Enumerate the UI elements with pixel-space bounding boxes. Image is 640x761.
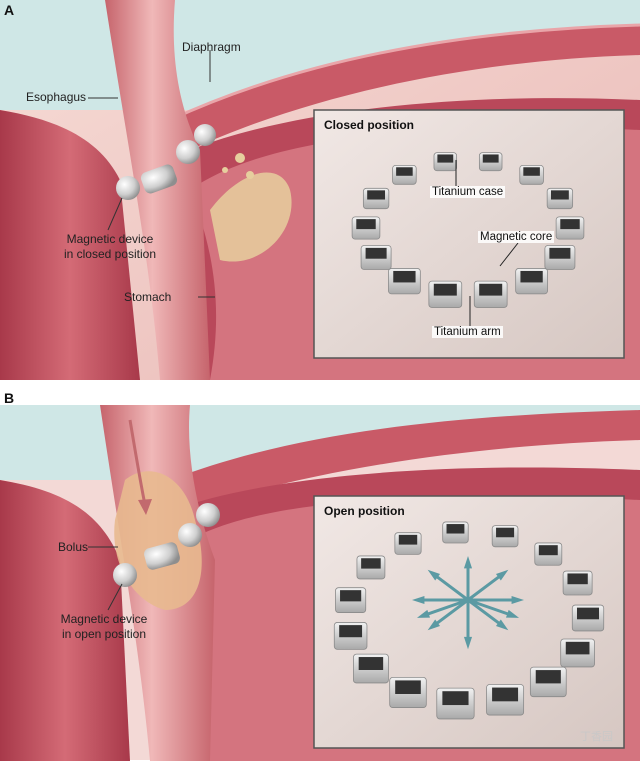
label-titanium-case: Titanium case bbox=[430, 186, 506, 198]
expansion-arrowhead-2 bbox=[427, 569, 441, 581]
closed-bead-1 bbox=[544, 245, 576, 270]
expansion-arrowhead-0 bbox=[463, 556, 473, 569]
open-bead-0 bbox=[571, 604, 605, 632]
open-bead-14 bbox=[562, 570, 593, 596]
expansion-arrow-9 bbox=[424, 598, 469, 617]
label-diaphragm: Diaphragm bbox=[182, 40, 241, 54]
label-device-closed: Magnetic device in closed position bbox=[50, 232, 170, 262]
label-esophagus: Esophagus bbox=[26, 90, 87, 104]
expansion-arrow-6 bbox=[433, 598, 469, 627]
expansion-arrowhead-4 bbox=[412, 595, 425, 605]
closed-bead-4 bbox=[428, 280, 463, 308]
expansion-arrow-2 bbox=[433, 573, 469, 602]
label-device-closed-line1: Magnetic device bbox=[66, 232, 154, 246]
open-bead-11 bbox=[442, 521, 469, 544]
open-bead-5 bbox=[389, 677, 427, 708]
expansion-arrowhead-8 bbox=[505, 609, 520, 618]
label-device-closed-line2: in closed position bbox=[63, 247, 157, 261]
open-bead-4 bbox=[436, 687, 475, 720]
closed-bead-6 bbox=[360, 245, 392, 270]
label-bolus: Bolus bbox=[58, 540, 89, 554]
closed-bead-3 bbox=[473, 280, 508, 308]
expansion-arrowhead-6 bbox=[427, 619, 441, 631]
closed-bead-8 bbox=[362, 187, 390, 210]
open-bead-12 bbox=[491, 525, 519, 548]
open-bead-3 bbox=[486, 684, 525, 716]
closed-bead-2 bbox=[515, 268, 548, 295]
label-device-open-line1: Magnetic device bbox=[60, 612, 148, 626]
label-device-open-line2: in open position bbox=[61, 627, 147, 641]
inset-closed-position bbox=[313, 109, 625, 359]
inset-b-title: Open position bbox=[324, 504, 405, 518]
expansion-arrowhead-1 bbox=[495, 569, 509, 581]
expansion-arrowhead-9 bbox=[416, 609, 431, 618]
open-bead-1 bbox=[560, 638, 595, 668]
closed-bead-11 bbox=[478, 152, 503, 172]
panel-b-letter: B bbox=[4, 390, 15, 406]
expansion-arrowhead-3 bbox=[511, 595, 524, 605]
open-bead-9 bbox=[356, 555, 386, 580]
open-bead-10 bbox=[394, 532, 422, 555]
open-bead-6 bbox=[353, 653, 389, 684]
panel-a-letter: A bbox=[4, 2, 15, 18]
closed-bead-9 bbox=[392, 164, 417, 185]
open-bead-2 bbox=[529, 666, 567, 698]
closed-bead-7 bbox=[351, 216, 381, 240]
expansion-arrow-1 bbox=[467, 573, 503, 602]
watermark: 丁香园 bbox=[580, 731, 613, 743]
inset-open-position bbox=[313, 495, 625, 749]
expansion-arrow-8 bbox=[467, 598, 512, 617]
closed-bead-5 bbox=[388, 268, 421, 295]
expansion-arrow-5 bbox=[467, 598, 503, 627]
closed-bead-10 bbox=[433, 152, 458, 172]
label-magnetic-core: Magnetic core bbox=[478, 231, 555, 243]
open-bead-8 bbox=[335, 587, 367, 613]
label-stomach: Stomach bbox=[124, 290, 172, 304]
closed-bead-0 bbox=[555, 216, 585, 240]
label-device-open: Magnetic device in open position bbox=[44, 612, 164, 642]
expansion-arrowhead-7 bbox=[463, 636, 473, 650]
open-bead-13 bbox=[534, 542, 563, 566]
inset-a-title: Closed position bbox=[324, 118, 414, 132]
expansion-arrowhead-5 bbox=[495, 619, 509, 631]
closed-bead-13 bbox=[546, 187, 574, 210]
closed-bead-12 bbox=[519, 164, 544, 185]
open-bead-7 bbox=[333, 622, 368, 650]
label-titanium-arm: Titanium arm bbox=[432, 326, 503, 338]
